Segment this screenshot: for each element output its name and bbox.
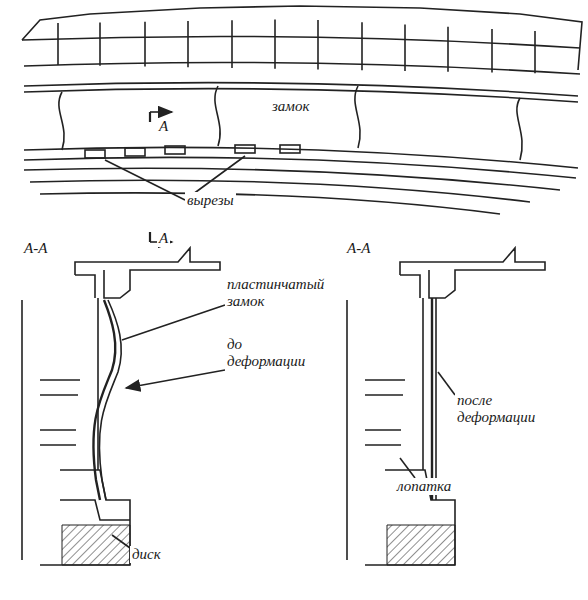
blade-root-line (404, 24, 406, 71)
note: после деформации (455, 392, 554, 427)
blade-root-line (534, 31, 536, 73)
part-name: замок (270, 98, 311, 115)
blade-root-line (144, 22, 146, 67)
blade-root-line (231, 20, 233, 68)
part-name: пластинчатый замок (225, 276, 339, 311)
blade-root-line (447, 27, 449, 72)
section-title: A-A (345, 240, 372, 257)
section-title: A-A (22, 240, 49, 257)
blade-root-line (317, 20, 319, 69)
blade-root-line (99, 22, 101, 65)
blade-root-line (57, 23, 59, 65)
section-mark: A (157, 230, 170, 247)
blade-root-line (361, 22, 363, 70)
blade-root-line (491, 29, 493, 73)
part-name: диск (130, 546, 163, 563)
section-mark: A (157, 118, 170, 135)
blade-root-line (274, 20, 276, 69)
part-name: лопатка (395, 478, 453, 495)
blade-root-line (187, 21, 189, 67)
part-name: вырезы (185, 192, 236, 209)
note: до деформации (225, 336, 319, 371)
